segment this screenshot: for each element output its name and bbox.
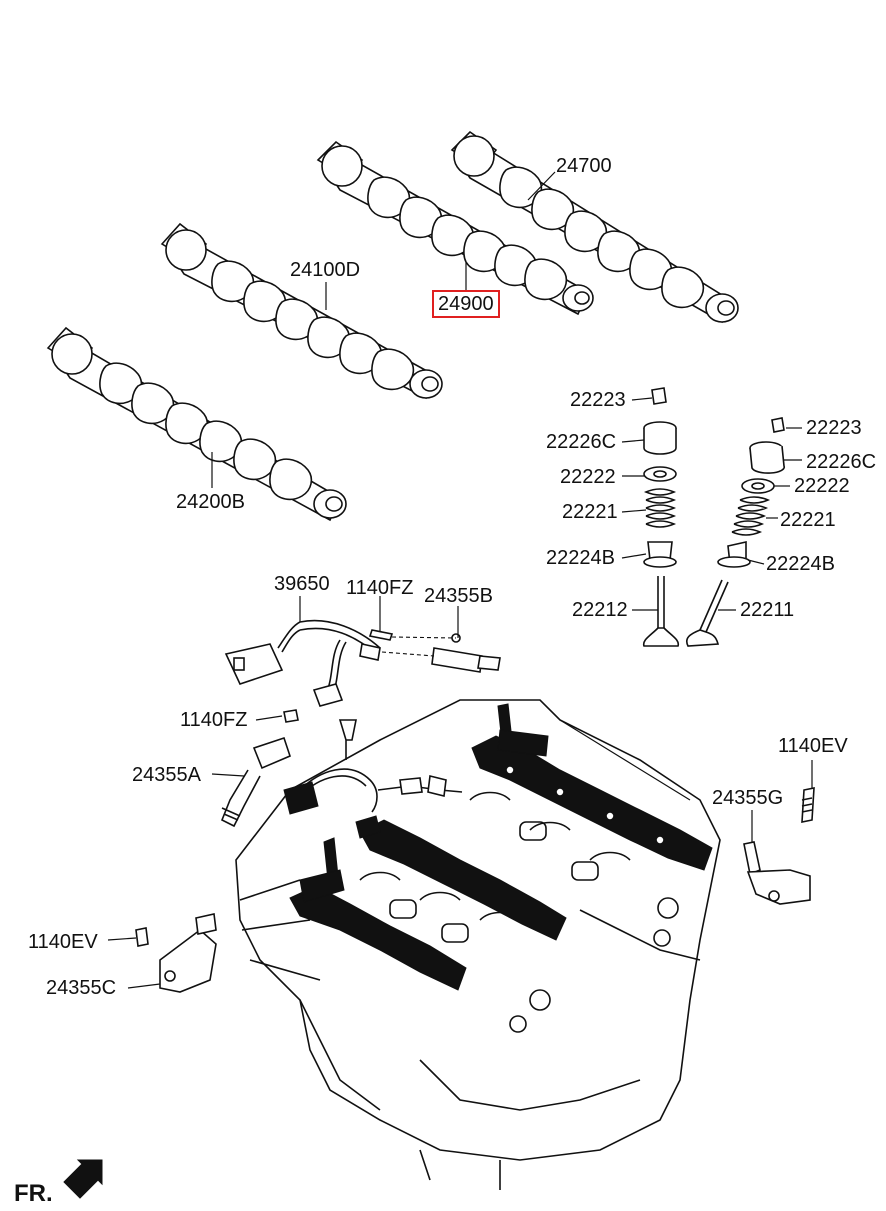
valve-leaders	[621, 397, 802, 611]
part-label-22223-right: 22223	[806, 417, 862, 439]
part-label-24355b: 24355B	[424, 585, 493, 607]
part-label-22222-right: 22222	[794, 475, 850, 497]
part-label-24200b: 24200B	[176, 491, 245, 513]
cam-caps-rear	[471, 703, 713, 871]
ocv-24355a	[211, 709, 299, 828]
part-label-39650: 39650	[274, 573, 330, 595]
part-label-1140ev-right: 1140EV	[778, 735, 848, 757]
part-label-24100d: 24100D	[290, 259, 361, 281]
front-direction-arrow-icon	[63, 1159, 103, 1199]
part-label-24355a: 24355A	[132, 764, 201, 786]
part-label-24355c: 24355C	[46, 977, 117, 999]
part-label-22221-left: 22221	[562, 501, 618, 523]
part-label-1140ev-left: 1140EV	[28, 931, 98, 953]
part-label-24355g: 24355G	[712, 787, 784, 809]
part-label-22222-left: 22222	[560, 466, 616, 488]
part-label-1140fz-top: 1140FZ	[346, 577, 414, 599]
camshaft-24200b	[46, 326, 347, 522]
part-label-1140fz-left: 1140FZ	[180, 709, 248, 731]
part-label-24700: 24700	[556, 155, 612, 177]
valve-stack-right	[685, 417, 786, 647]
part-label-22224b-left: 22224B	[546, 547, 615, 569]
engine-harness	[283, 768, 463, 839]
ocv-24355g	[559, 719, 815, 905]
cam-caps-front	[289, 819, 567, 991]
part-label-22221-right: 22221	[780, 509, 836, 531]
camshaft-leaders	[211, 171, 556, 488]
engine-block	[235, 699, 721, 1190]
camshaft-24900	[316, 140, 594, 316]
part-label-22226c-right: 22226C	[806, 451, 877, 473]
part-label-22226c-left: 22226C	[546, 431, 617, 453]
camshaft-24100d	[160, 222, 443, 400]
part-label-22223-left: 22223	[570, 389, 626, 411]
front-direction-label: FR.	[14, 1180, 53, 1207]
part-label-22211: 22211	[740, 599, 795, 621]
ocv-24355c	[107, 913, 217, 993]
camshaft-24700	[450, 130, 739, 324]
part-label-24900-highlighted: 24900	[432, 290, 500, 318]
part-label-22212: 22212	[572, 599, 628, 621]
part-label-22224b-right: 22224B	[766, 553, 835, 575]
valve-stack-left	[642, 387, 680, 647]
harness-and-ocv-upper	[224, 596, 501, 707]
